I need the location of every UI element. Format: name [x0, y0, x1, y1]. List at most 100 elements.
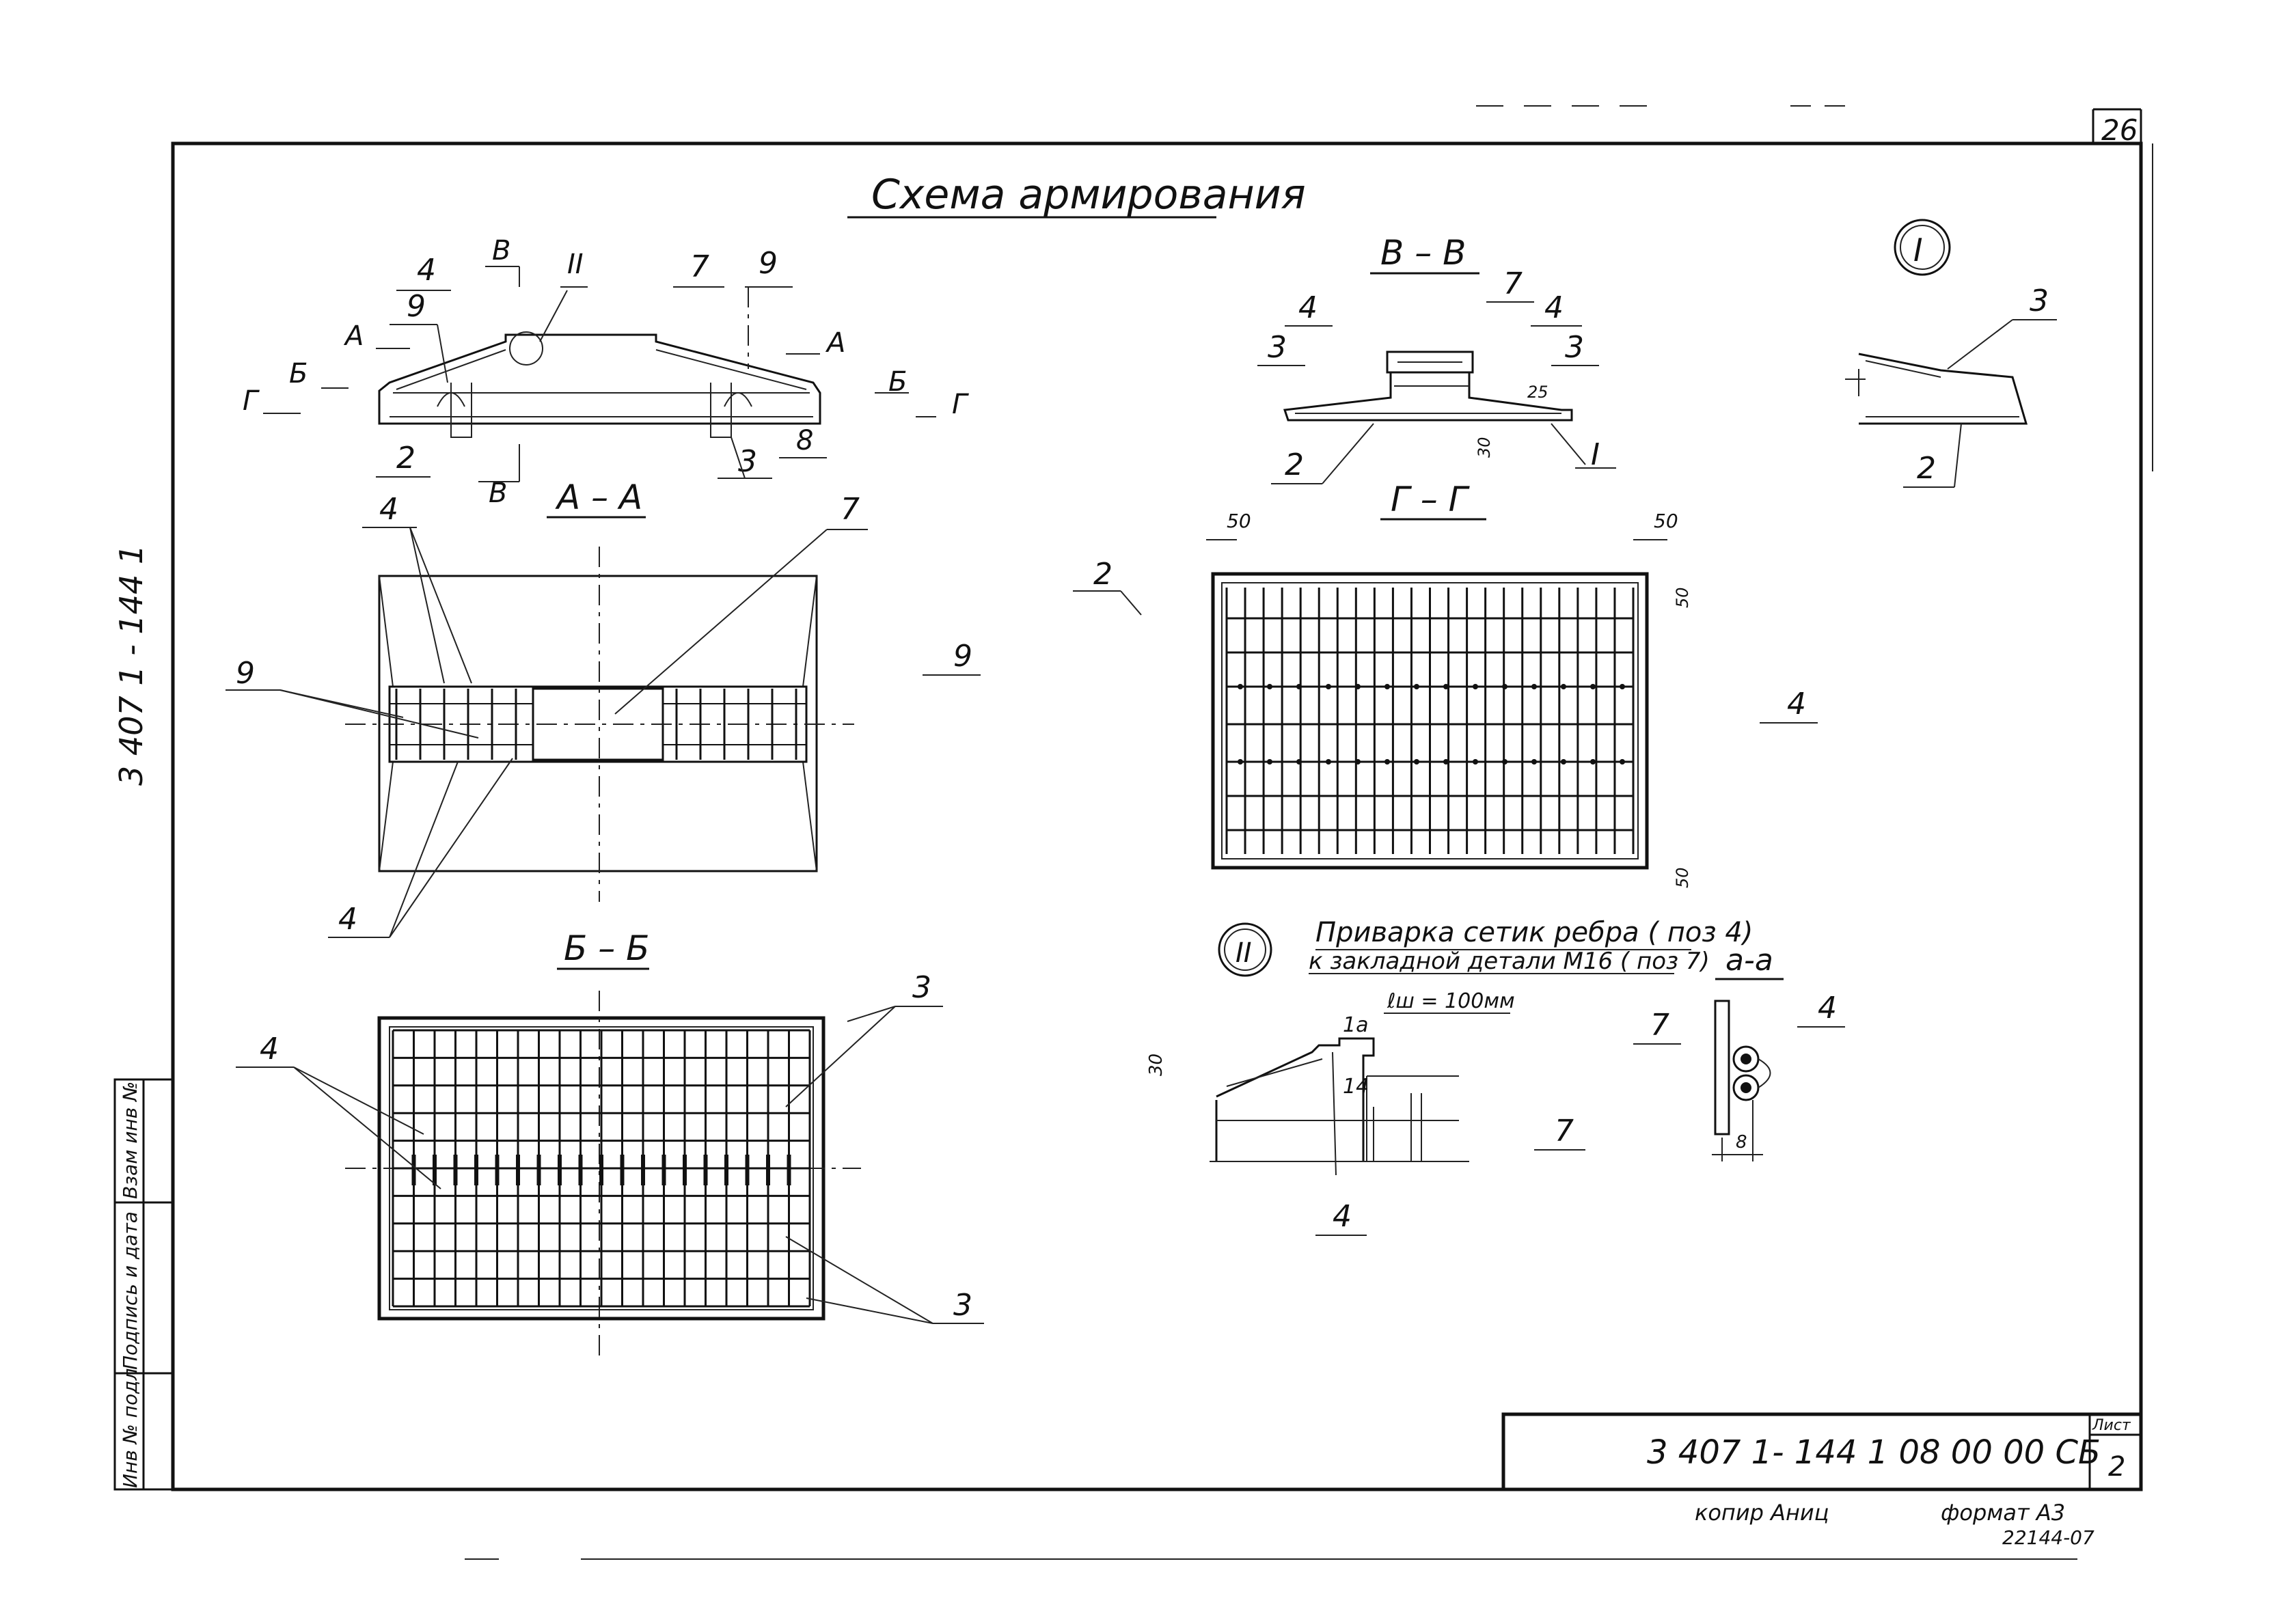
mark-9-top-right: 9 [759, 246, 778, 281]
sheet-number: 26 [2101, 113, 2138, 147]
section-bb-mesh [392, 1029, 811, 1308]
detail-II-marker: II [567, 249, 584, 280]
rebar-dot [1267, 759, 1272, 765]
detail-ii-label: II [1236, 937, 1252, 969]
mark-9-aa: 9 [236, 656, 255, 691]
dim-25-vv: 25 [1527, 383, 1548, 402]
mark-9-aa-right: 9 [953, 639, 972, 674]
rebar-dot [1531, 684, 1537, 689]
mark-2-center: 2 [1093, 557, 1113, 592]
cut-A-left: А [343, 320, 364, 352]
mark-1a: 1а [1343, 1013, 1368, 1037]
mark-14: 14 [1343, 1075, 1369, 1099]
rebar-dot [1590, 684, 1596, 689]
dim-30-detail-ii: 30 [1146, 1054, 1166, 1076]
mark-4-bb: 4 [260, 1032, 279, 1066]
detail-ii-view [1210, 1037, 1469, 1176]
mark-3-vv-right: 3 [1565, 330, 1584, 365]
section-gg-mesh [1225, 588, 1635, 854]
margin-fields-box [113, 1078, 174, 1491]
rebar-dot [1561, 759, 1566, 765]
cut-V-top: В [492, 235, 510, 266]
section-small-aa-title: а-а [1725, 943, 1773, 978]
mark-2-top: 2 [396, 441, 415, 476]
rebar-dot [1238, 759, 1243, 765]
mark-2-detail-i: 2 [1917, 451, 1936, 486]
detail-ii-caption-2: к закладной детали М16 ( поз 7) [1309, 948, 1710, 975]
detail-i-label: I [1913, 232, 1923, 269]
rebar-dot [1561, 684, 1566, 689]
footer-num: 22144-07 [2002, 1526, 2094, 1549]
rebar-dot [1414, 759, 1419, 765]
drawing-title: Схема армирования [871, 171, 1306, 219]
rebar-dot [1355, 759, 1361, 765]
rebar-dot [1296, 759, 1302, 765]
dim-50-gg-left: 50 [1227, 510, 1251, 532]
rebar-dot [1473, 759, 1478, 765]
rebar-dot [1326, 684, 1331, 689]
dim-50-gg-side-bottom: 50 [1673, 867, 1692, 888]
cut-V-bottom: В [489, 478, 507, 509]
margin-field-replace: Взам инв № [119, 1082, 141, 1199]
stamp-code: 3 407 1- 144 1 08 00 00 СБ [1647, 1433, 2101, 1472]
mark-4-detail-ii: 4 [1333, 1199, 1352, 1234]
detail-ii-weld: ℓш = 100мм [1387, 989, 1515, 1013]
section-bb-title: Б – Б [564, 928, 649, 968]
section-gg-title: Г – Г [1391, 480, 1471, 519]
mark-3-top: 3 [738, 444, 757, 479]
elevation-view [378, 331, 821, 438]
section-vv-view [1283, 350, 1573, 422]
detail-i-view [1845, 353, 2028, 425]
detail-ii-caption-1: Приварка сетик ребра ( поз 4) [1315, 917, 1753, 948]
rebar-dot [1355, 684, 1361, 689]
rebar-dot [1502, 759, 1507, 765]
title-block [1501, 1412, 2143, 1491]
section-aa-view [345, 547, 854, 902]
rebar-dot [1384, 684, 1390, 689]
section-aa-title: А – А [555, 478, 642, 517]
cut-G-left: Г [243, 385, 260, 417]
rebar-dot [1620, 684, 1625, 689]
dim-50-gg-side-top: 50 [1673, 587, 1692, 608]
mark-4-vv-left: 4 [1298, 290, 1318, 325]
margin-field-inv: Инв № подл [119, 1368, 141, 1488]
detail-I-marker: I [1591, 437, 1600, 472]
mark-4-small-aa: 4 [1818, 991, 1837, 1026]
mark-7-detail-ii: 7 [1555, 1114, 1574, 1148]
rebar-dot [1267, 684, 1272, 689]
cut-G-right: Г [952, 389, 969, 420]
mark-3-bb-bottom: 3 [953, 1288, 972, 1323]
rebar-dot [1414, 684, 1419, 689]
mark-3-vv-left: 3 [1268, 330, 1287, 365]
rebar-dot [1473, 684, 1478, 689]
section-small-aa-view [1712, 1000, 1771, 1161]
mark-7-vv: 7 [1503, 266, 1523, 301]
rebar-dot [1443, 759, 1449, 765]
cut-A-right: А [825, 327, 845, 359]
dim-8: 8 [1736, 1132, 1747, 1153]
margin-field-sign: Подпись и дата [119, 1211, 141, 1370]
rebar-dot [1502, 684, 1507, 689]
rebar-dot [1326, 759, 1331, 765]
footer-format: формат А3 [1941, 1500, 2065, 1526]
stamp-sheet-label: Лист [2092, 1417, 2131, 1434]
rebar-dot [1296, 684, 1302, 689]
rebar-dot [1620, 759, 1625, 765]
mark-4-vv-right: 4 [1544, 290, 1564, 325]
rebar-dot [1531, 759, 1537, 765]
mark-4-top: 4 [417, 253, 436, 288]
rebar-dot [1238, 684, 1243, 689]
cut-B-left: Б [289, 358, 308, 389]
section-aa-rebar [390, 689, 806, 760]
stamp-sheet-value: 2 [2108, 1451, 2125, 1483]
mark-4-gg: 4 [1787, 687, 1806, 721]
mark-7-aa: 7 [841, 492, 860, 527]
rebar-dot [1590, 759, 1596, 765]
mark-3-bb-top: 3 [912, 970, 931, 1005]
mark-7-top: 7 [690, 249, 709, 284]
dim-50-gg-right: 50 [1654, 510, 1678, 532]
section-gg-view [1211, 572, 1649, 870]
section-vv-title: В – В [1380, 233, 1466, 273]
footer-copied: копир Аниц [1695, 1500, 1829, 1526]
